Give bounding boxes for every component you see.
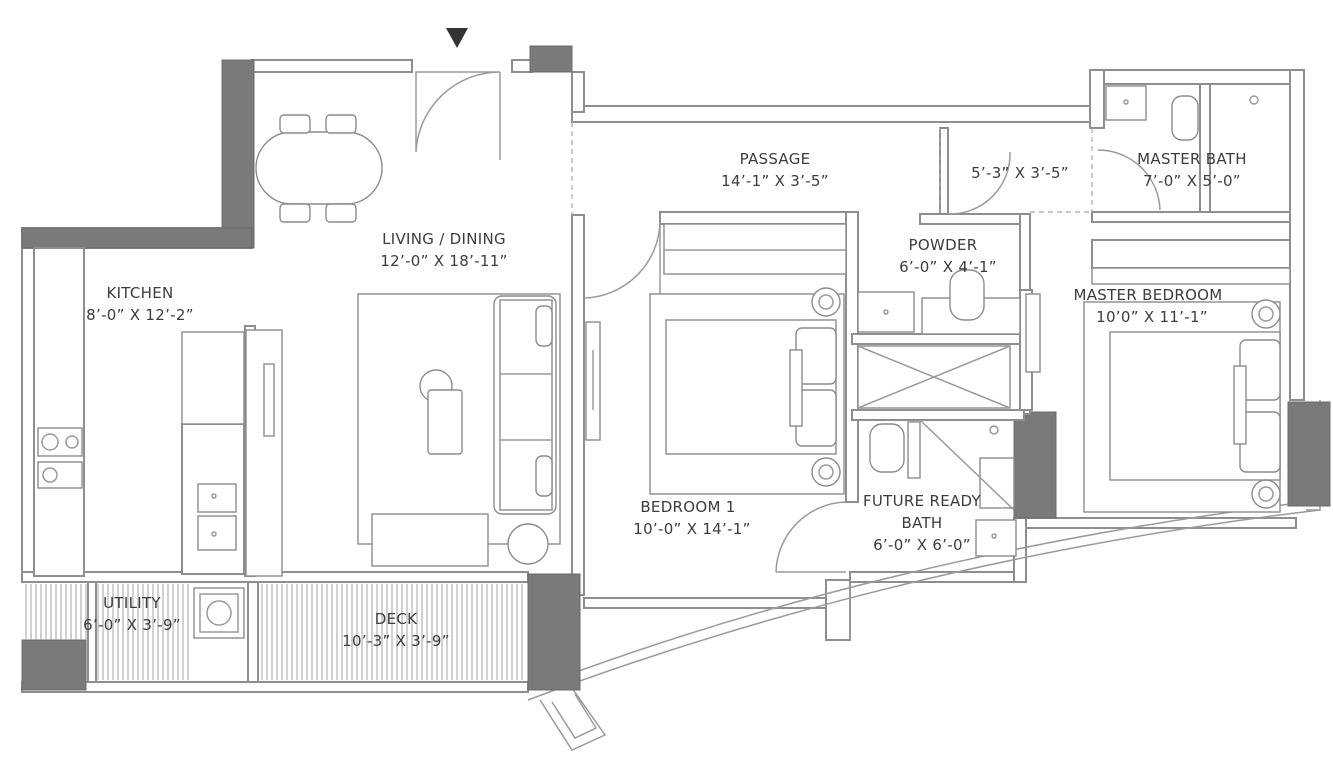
structural-columns bbox=[21, 45, 1331, 691]
passage-name: PASSAGE bbox=[740, 150, 811, 168]
dining-table bbox=[255, 114, 383, 223]
toilet-icon bbox=[1171, 95, 1199, 141]
powder-name: POWDER bbox=[909, 236, 978, 254]
kitchen-fixtures bbox=[37, 329, 283, 577]
master-bath-name: MASTER BATH bbox=[1137, 150, 1247, 168]
living-dining-name: LIVING / DINING bbox=[382, 230, 506, 248]
sink-icon bbox=[857, 291, 915, 333]
sink-icon bbox=[975, 519, 1017, 557]
passage-branch-size: 5’-3” X 3’-5” bbox=[971, 164, 1069, 182]
bed-icon bbox=[665, 319, 837, 455]
bedroom-1-size: 10’-0” X 14’-1” bbox=[633, 520, 750, 538]
future-bath-name-2: BATH bbox=[901, 514, 942, 532]
living-dining-size: 12’-0” X 18’-11” bbox=[380, 252, 507, 270]
washing-machine-icon bbox=[193, 587, 245, 639]
sofa-icon bbox=[493, 295, 557, 515]
interior-partitions bbox=[33, 83, 1291, 577]
master-bath-fixtures bbox=[1105, 85, 1259, 141]
dashed-boundaries bbox=[571, 122, 1093, 215]
passage-size: 14’-1” X 3’-5” bbox=[721, 172, 829, 190]
kitchen-name: KITCHEN bbox=[106, 284, 173, 302]
door-swing-icon bbox=[415, 71, 1161, 573]
living-furniture bbox=[357, 293, 561, 567]
toilet-icon bbox=[869, 423, 905, 473]
bed-icon bbox=[1109, 331, 1281, 481]
powder-fixtures bbox=[857, 269, 1021, 409]
utility-name: UTILITY bbox=[103, 594, 161, 612]
wardrobe-icon bbox=[663, 223, 847, 275]
master-bedroom-name: MASTER BEDROOM bbox=[1073, 286, 1222, 304]
entry-arrow-icon bbox=[446, 28, 468, 48]
sink-icon bbox=[1105, 85, 1147, 121]
deck-hatch bbox=[25, 514, 523, 680]
master-bedroom-furniture bbox=[1025, 267, 1291, 513]
master-bedroom-size: 10’0” X 11’-1” bbox=[1096, 308, 1208, 326]
powder-size: 6’-0” X 4’-1” bbox=[899, 258, 997, 276]
deck-size: 10’-3” X 3’-9” bbox=[342, 632, 450, 650]
master-bath-size: 7’-0” X 5’-0” bbox=[1143, 172, 1241, 190]
utility-size: 6’-0” X 3’-9” bbox=[83, 616, 181, 634]
kitchen-size: 8’-0” X 12’-2” bbox=[86, 306, 194, 324]
fridge bbox=[181, 331, 245, 425]
deck-name: DECK bbox=[375, 610, 418, 628]
room-labels: PASSAGE 14’-1” X 3’-5” 5’-3” X 3’-5” MAS… bbox=[83, 150, 1247, 650]
future-bath-fixtures bbox=[869, 419, 1017, 557]
stove-icon bbox=[37, 427, 83, 489]
sink-icon bbox=[197, 483, 237, 551]
bedroom-1-furniture bbox=[585, 223, 847, 495]
bedroom-1-name: BEDROOM 1 bbox=[640, 498, 735, 516]
toilet-icon bbox=[949, 269, 985, 321]
future-bath-name-1: FUTURE READY bbox=[863, 492, 982, 510]
future-bath-size: 6’-0” X 6’-0” bbox=[873, 536, 971, 554]
